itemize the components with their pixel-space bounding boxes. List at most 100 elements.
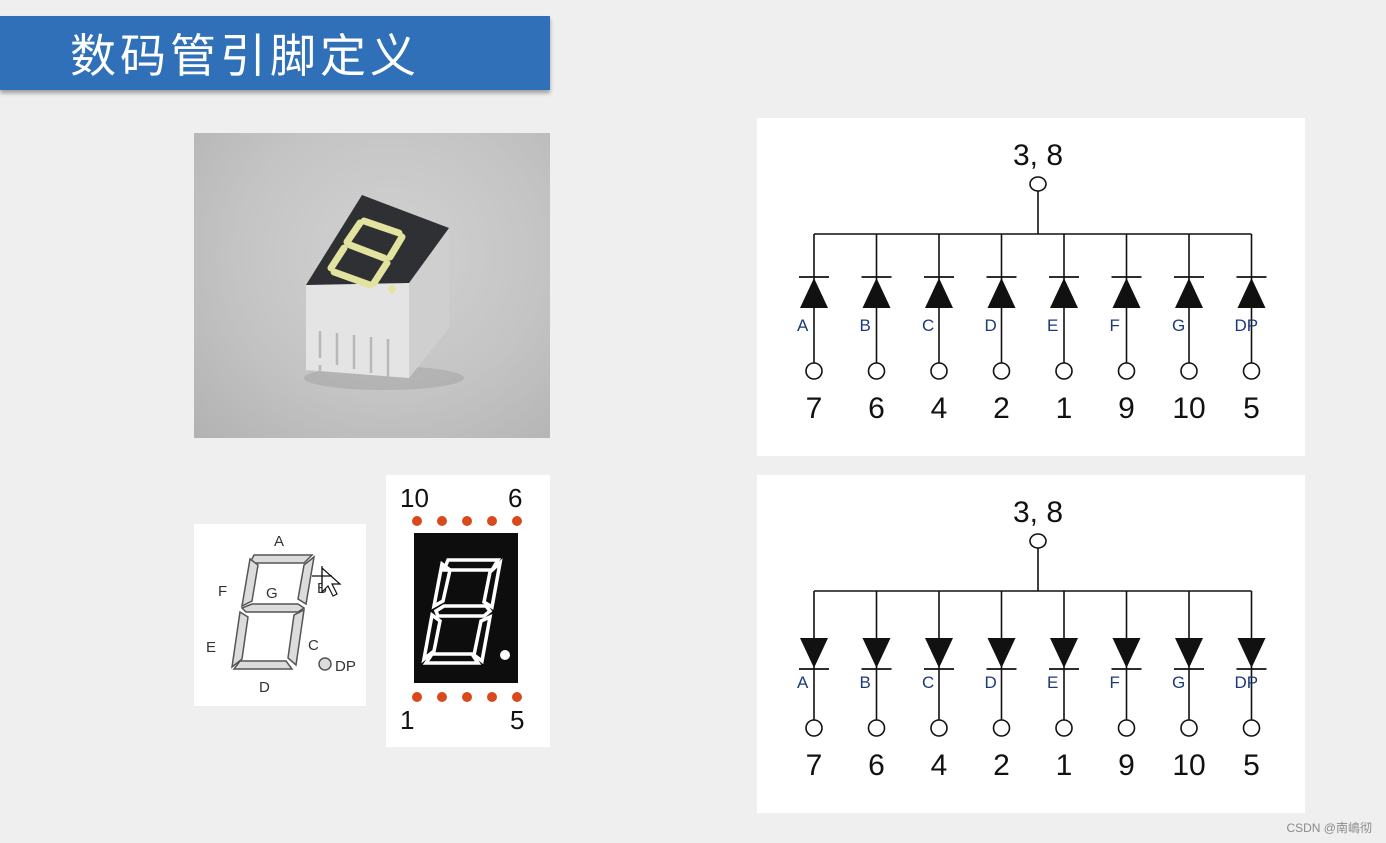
pin-terminal	[930, 719, 948, 737]
segment-label: C	[308, 637, 319, 654]
pin-dot	[412, 516, 422, 526]
csdn-watermark: CSDN @南嶋彻	[1286, 821, 1372, 835]
pin-dot	[512, 692, 522, 702]
pin-number-label: 5	[510, 705, 524, 735]
segment-a	[248, 554, 314, 564]
segment-label: DP	[1235, 673, 1259, 692]
segment-label: F	[218, 583, 227, 600]
segment-outline	[431, 560, 452, 610]
segment-d	[232, 660, 294, 670]
segment-label: E	[1047, 316, 1058, 335]
pin-dot	[487, 692, 497, 702]
diode-symbol	[1175, 638, 1203, 668]
pin-number-label: 2	[993, 749, 1010, 782]
pin-terminal	[992, 362, 1011, 380]
segment-label: F	[1110, 316, 1120, 335]
pin-number-label: 10	[1172, 392, 1205, 425]
common-pin-label: 3, 8	[1013, 139, 1063, 172]
display-photo	[194, 133, 550, 438]
pin-dot	[512, 516, 522, 526]
segment-f	[241, 557, 259, 608]
pin-number-label: 6	[508, 483, 522, 513]
move-cursor-icon	[312, 566, 342, 597]
segment-label: B	[860, 316, 871, 335]
diode-symbol	[1175, 278, 1203, 308]
pin-number-label: 1	[1056, 749, 1073, 782]
segment-label: G	[266, 585, 278, 602]
segment-b	[297, 555, 316, 606]
diode-symbol	[1050, 638, 1078, 668]
pin-dot	[437, 516, 447, 526]
decimal-point	[500, 650, 510, 660]
pin-terminal	[1242, 362, 1261, 380]
pin-number-label: 5	[1243, 392, 1260, 425]
diode-symbol	[862, 278, 891, 308]
pin-terminal	[1180, 362, 1198, 380]
segment-label: G	[1172, 673, 1185, 692]
pin-terminal	[1055, 362, 1073, 380]
diode-symbol	[800, 638, 828, 668]
pin-terminal	[992, 719, 1011, 737]
pinout-diagram: 10 6 1 5	[386, 475, 550, 747]
pin-number-label: 4	[931, 749, 948, 782]
diode-symbol	[987, 638, 1016, 668]
pin-number-label: 9	[1118, 749, 1135, 782]
segment-dp	[318, 657, 332, 671]
segment-c	[287, 608, 305, 667]
page-title: 数码管引脚定义	[70, 29, 420, 83]
diode-symbol	[862, 638, 891, 668]
pin-number-label: 5	[1243, 749, 1260, 782]
title-bar: 数码管引脚定义	[0, 16, 550, 90]
pin-terminal	[1117, 362, 1136, 380]
pin-number-label: 4	[931, 392, 948, 425]
pin-number-label: 2	[993, 392, 1010, 425]
pin-dot	[462, 516, 472, 526]
diode-symbol	[1237, 638, 1266, 668]
pin-number-label: 6	[868, 392, 885, 425]
pin-dot	[412, 692, 422, 702]
diode-symbol	[800, 278, 828, 308]
pin-number-label: 7	[806, 749, 823, 782]
pin-number-label: 1	[1056, 392, 1073, 425]
segment-label: D	[985, 316, 997, 335]
segment-label: G	[1172, 316, 1185, 335]
diode-symbol	[925, 638, 953, 668]
pin-terminal	[867, 362, 886, 380]
pin-number-label: 7	[806, 392, 823, 425]
pin-terminal	[930, 362, 948, 380]
pin-terminal	[1117, 719, 1136, 737]
pin-dot	[487, 516, 497, 526]
segment-label: DP	[335, 658, 356, 675]
pin-dot	[437, 692, 447, 702]
segment-outline	[421, 611, 442, 664]
segment-outline	[433, 604, 493, 618]
segment-layout-drawing: A B C D E F G DP	[206, 533, 356, 696]
segment-label: A	[797, 673, 809, 692]
segment-label: A	[797, 316, 809, 335]
segment-label: DP	[1235, 316, 1259, 335]
pin-terminal	[1242, 719, 1261, 737]
segment-label: F	[1110, 673, 1120, 692]
display-photo-illustration	[304, 195, 464, 390]
pin-number-label: 1	[400, 705, 414, 735]
pin-number-label: 10	[1172, 749, 1205, 782]
segment-label: C	[922, 316, 934, 335]
segment-label: B	[860, 673, 871, 692]
pin-number-label: 10	[400, 483, 429, 513]
segment-label: C	[922, 673, 934, 692]
segment-label: A	[274, 533, 284, 550]
pin-number-label: 6	[868, 749, 885, 782]
pinout-drawing: 10 6 1 5	[400, 483, 524, 735]
diode-symbol	[987, 278, 1016, 308]
pin-terminal	[1055, 719, 1073, 737]
segment-e	[230, 610, 249, 669]
pin-terminal	[805, 362, 823, 380]
common-pin-label: 3, 8	[1013, 496, 1063, 529]
pin-terminal	[805, 719, 823, 737]
diode-symbol	[1112, 638, 1141, 668]
diode-symbol	[1112, 278, 1141, 308]
